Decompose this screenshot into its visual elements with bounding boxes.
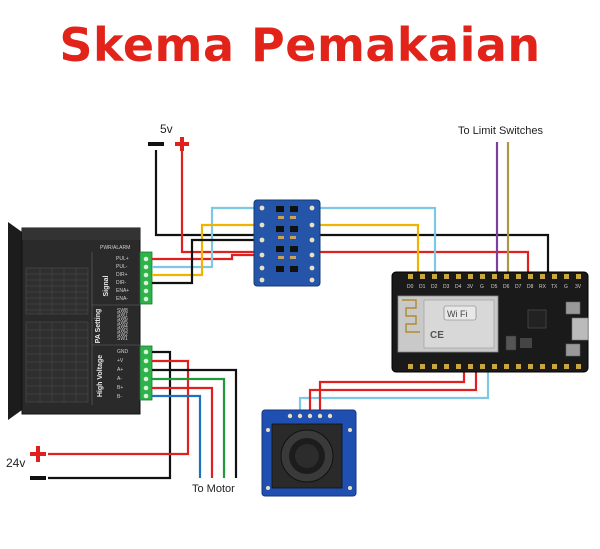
pin-label: DIR- xyxy=(116,280,127,286)
pin-label: +V xyxy=(117,358,124,364)
pin-label: ENA+ xyxy=(116,288,129,294)
wire-motor-b-plus xyxy=(152,386,214,478)
driver-hv-label: High Voltage xyxy=(97,355,104,397)
driver-header: PWR/ALARM xyxy=(100,245,130,251)
level-shifter xyxy=(253,199,321,287)
pin-label: GND xyxy=(117,349,129,355)
driver-signal-label: Signal xyxy=(103,275,110,296)
pin-label: A- xyxy=(117,376,122,382)
wire-dir-minus xyxy=(152,238,258,285)
wire-5v-gnd xyxy=(154,150,550,272)
minus-icon xyxy=(148,142,164,146)
wire-ls-d1 xyxy=(318,206,437,272)
mcu-pin-label: G xyxy=(564,284,568,290)
mcu-pin-label: D6 xyxy=(503,284,510,290)
wire-pul-minus xyxy=(152,206,258,269)
mcu-pin-label: D1 xyxy=(419,284,426,290)
switch-label: SW6 xyxy=(117,316,128,322)
antenna-icon xyxy=(402,299,420,333)
power-terminal-block xyxy=(139,345,153,401)
usb-chip xyxy=(527,309,547,329)
switch-label: SW1 xyxy=(117,336,128,342)
pin-label: PUL- xyxy=(116,264,128,270)
flash-button xyxy=(565,343,581,357)
mcu-pin-label: G xyxy=(480,284,484,290)
power-5v: 5v xyxy=(148,122,189,151)
minus-icon xyxy=(30,476,46,480)
wire-pul-plus xyxy=(152,253,258,261)
mcu-pin-label: D3 xyxy=(443,284,450,290)
wire-dir-plus xyxy=(152,223,258,277)
wire-motor-a-minus xyxy=(152,377,226,478)
usb-port xyxy=(571,317,589,341)
switch-label: SW8 xyxy=(117,308,128,314)
label-24v: 24v xyxy=(6,456,25,470)
wire-ls-d2 xyxy=(318,223,420,272)
wire-motor-a-plus xyxy=(152,368,238,478)
mcu-pin-label: TX xyxy=(551,284,558,290)
wire-24v-vcc xyxy=(48,359,190,456)
wire-5v-vcc xyxy=(180,150,530,272)
label-to-motor: To Motor xyxy=(192,483,235,495)
mcu-pin-label: 3V xyxy=(467,284,474,290)
mcu-pin-label: D0 xyxy=(407,284,414,290)
wire-joy-1 xyxy=(298,370,490,412)
power-24v: 24v xyxy=(6,446,46,480)
wire-24v-gnd xyxy=(48,350,172,480)
switch-label: SW3 xyxy=(117,328,128,334)
joystick-module xyxy=(261,409,357,497)
switch-label: SW4 xyxy=(117,324,128,330)
mcu-pin-label: D8 xyxy=(527,284,534,290)
pin-label: B- xyxy=(117,394,122,400)
mcu-pin-label: D7 xyxy=(515,284,522,290)
switch-label: SW7 xyxy=(117,312,128,318)
wire-motor-b-minus xyxy=(152,394,202,478)
label-to-limit-switches: To Limit Switches xyxy=(458,125,543,137)
mcu-pin-label: RX xyxy=(539,284,547,290)
pin-label: ENA- xyxy=(116,296,128,302)
reset-button xyxy=(565,301,581,315)
mcu-pin-label: D2 xyxy=(431,284,438,290)
driver-setting-label: PA Setting xyxy=(95,309,102,344)
wire-joy-3 xyxy=(318,370,466,412)
diagram-title: Skema Pemakaian xyxy=(59,18,541,72)
switch-label: SW5 xyxy=(117,320,128,326)
wifi-badge: Wi Fi xyxy=(447,309,468,319)
label-5v: 5v xyxy=(160,122,173,136)
mcu-pin-label: D4 xyxy=(455,284,462,290)
pin-label: PUL+ xyxy=(116,256,129,262)
pin-label: DIR+ xyxy=(116,272,128,278)
switch-label: SW2 xyxy=(117,332,128,338)
stepper-driver: PWR/ALARM Signal PA Setting High Voltage… xyxy=(8,222,153,420)
ce-badge: CE xyxy=(430,330,444,341)
wire-joy-2 xyxy=(308,370,478,412)
pin-label: B+ xyxy=(117,385,123,391)
mcu-pin-label: D5 xyxy=(491,284,498,290)
wires xyxy=(48,142,550,480)
mcu-pin-label: 3V xyxy=(575,284,582,290)
pin-label: A+ xyxy=(117,367,123,373)
nodemcu-board: D0 D1 D2 D3 D4 3V G D5 D6 D7 D8 RX TX G … xyxy=(391,271,589,373)
signal-terminal-block xyxy=(139,251,153,305)
